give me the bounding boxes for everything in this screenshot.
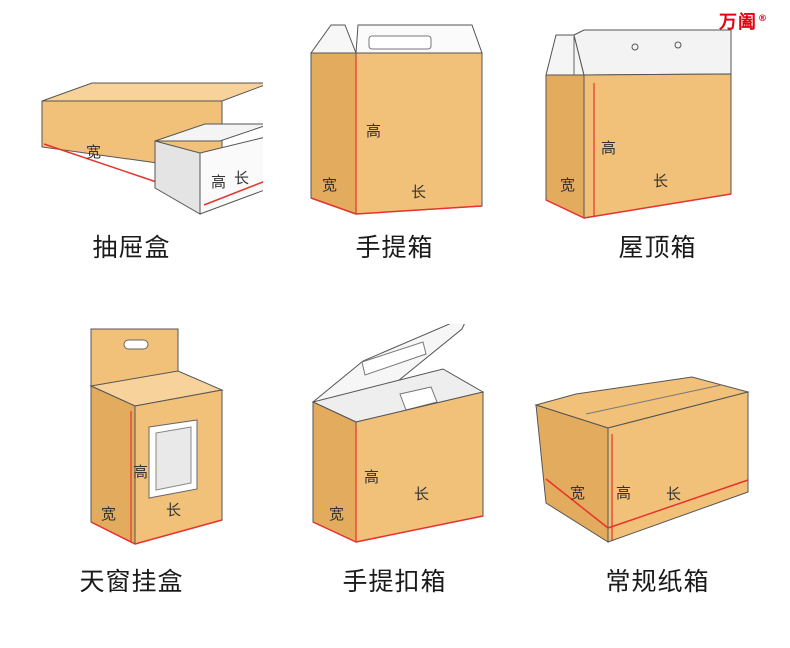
dim-height-label: 高 bbox=[366, 122, 381, 140]
dim-width-label: 宽 bbox=[101, 505, 116, 523]
dim-height-label: 高 bbox=[364, 468, 379, 486]
dim-height-label: 高 bbox=[601, 139, 616, 157]
dim-width-label: 宽 bbox=[570, 484, 585, 502]
dim-length-label: 长 bbox=[411, 183, 426, 201]
dim-length-label: 长 bbox=[666, 485, 681, 503]
regular-carton-illustration: 宽 高 长 bbox=[534, 376, 750, 543]
roof-box-illustration: 高 宽 长 bbox=[545, 29, 732, 219]
dim-width-label: 宽 bbox=[560, 176, 575, 194]
handle-buckle-box-illustration: 高 宽 长 bbox=[311, 324, 485, 543]
box-caption: 手提箱 bbox=[355, 233, 434, 262]
box-roof: 高 宽 长 屋顶箱 bbox=[526, 0, 789, 324]
dim-height-label: 高 bbox=[211, 173, 226, 191]
dim-length-label: 长 bbox=[234, 169, 249, 187]
dim-height-label: 高 bbox=[133, 463, 148, 481]
dim-width-label: 宽 bbox=[322, 176, 337, 194]
box-regular-carton: 宽 高 长 常规纸箱 bbox=[526, 324, 789, 648]
drawer-box-illustration: 宽 高 长 bbox=[41, 82, 263, 215]
box-caption: 天窗挂盒 bbox=[79, 567, 184, 596]
window-hanging-box-illustration: 高 宽 长 bbox=[89, 328, 224, 545]
dim-length-label: 长 bbox=[414, 485, 429, 503]
dim-length-label: 长 bbox=[653, 172, 668, 190]
dim-length-label: 长 bbox=[166, 501, 181, 519]
handle-box-illustration: 高 宽 长 bbox=[310, 24, 483, 215]
dim-height-label: 高 bbox=[616, 484, 631, 502]
brand-name: 万阖 bbox=[719, 12, 757, 33]
box-handle-buckle: 高 宽 长 手提扣箱 bbox=[263, 324, 526, 648]
dim-width-label: 宽 bbox=[86, 143, 101, 161]
box-handle: 高 宽 长 手提箱 bbox=[263, 0, 526, 324]
box-caption: 手提扣箱 bbox=[342, 567, 447, 596]
box-window-hanging: 高 宽 长 天窗挂盒 bbox=[0, 324, 263, 648]
box-caption: 屋顶箱 bbox=[618, 233, 697, 262]
box-caption: 抽屉盒 bbox=[92, 233, 171, 262]
brand-logo: 万阖® bbox=[719, 8, 768, 34]
registered-mark: ® bbox=[758, 14, 768, 24]
dim-width-label: 宽 bbox=[329, 505, 344, 523]
box-drawer: 宽 高 长 抽屉盒 bbox=[0, 0, 263, 324]
box-caption: 常规纸箱 bbox=[605, 567, 710, 596]
